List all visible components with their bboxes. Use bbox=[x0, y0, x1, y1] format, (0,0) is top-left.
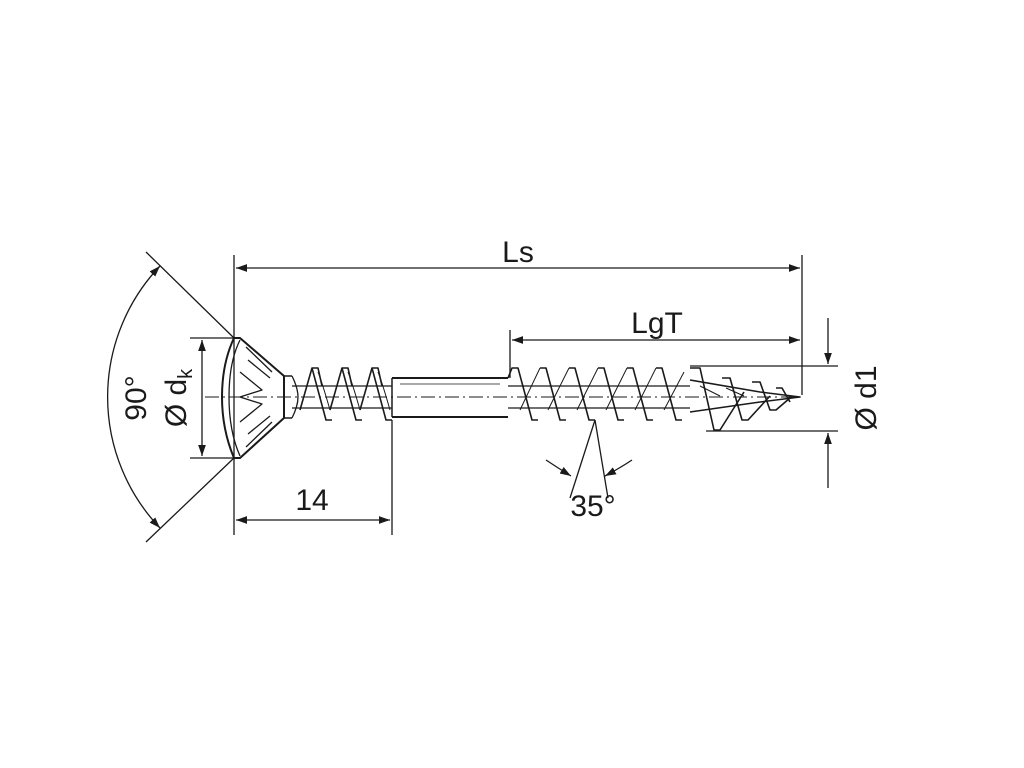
head-angle-arc bbox=[106, 265, 161, 529]
screw-tip bbox=[689, 367, 801, 431]
head-diameter-label: Ø dk bbox=[160, 368, 197, 427]
thread-angle-label: 35° bbox=[570, 490, 615, 523]
lgt-label: LgT bbox=[631, 307, 683, 340]
ls-label: Ls bbox=[502, 236, 534, 269]
head-angle-label: 90° bbox=[120, 375, 153, 420]
dimension-lines bbox=[106, 264, 832, 529]
screw-shank bbox=[391, 377, 508, 418]
thread-angle-arrow-left bbox=[545, 459, 572, 477]
head-diameter-label-group: Ø dk bbox=[160, 368, 197, 427]
thread-diameter-label-group: Ø d1 bbox=[850, 365, 883, 430]
upper-thread bbox=[292, 367, 392, 421]
thread-diameter-label: Ø d1 bbox=[850, 365, 883, 430]
extension-lines bbox=[145, 251, 838, 543]
head-diameter-symbol: Ø d bbox=[160, 379, 193, 427]
offset-label: 14 bbox=[295, 484, 328, 517]
main-thread bbox=[507, 367, 690, 421]
thread-angle-arrow-right bbox=[604, 459, 633, 477]
head-diameter-subscript: k bbox=[175, 368, 197, 379]
head-angle-label-group: 90° bbox=[120, 375, 153, 420]
